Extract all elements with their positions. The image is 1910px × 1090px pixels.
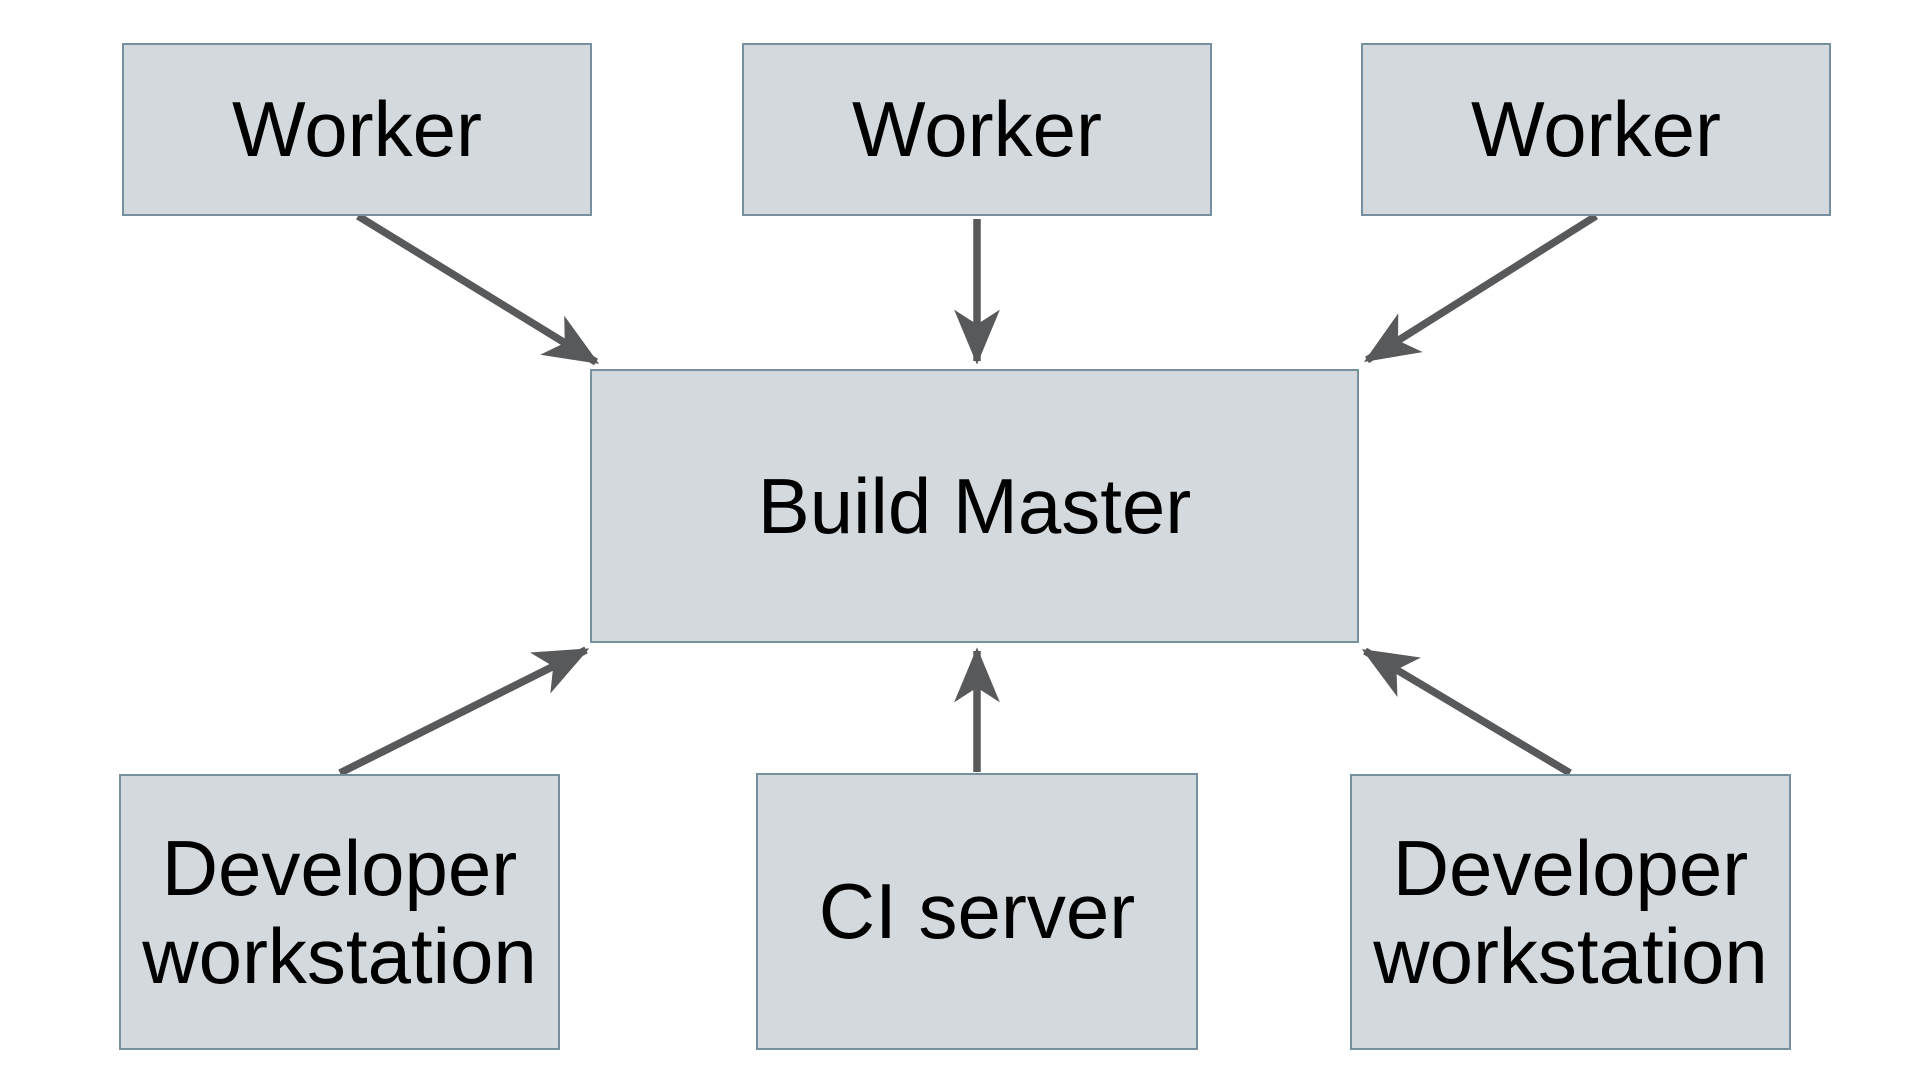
node-worker-2: Worker (742, 43, 1212, 216)
node-worker-1-label: Worker (232, 85, 482, 174)
arrow-worker-1-to-build-master (356, 212, 600, 366)
node-developer-workstation-left: Developer workstation (119, 774, 560, 1050)
node-worker-2-label: Worker (852, 85, 1102, 174)
node-developer-workstation-right-label: Developer workstation (1373, 823, 1768, 1000)
node-developer-workstation-left-label: Developer workstation (142, 823, 537, 1000)
node-worker-3: Worker (1361, 43, 1831, 216)
node-build-master-label: Build Master (757, 461, 1192, 550)
node-build-master: Build Master (590, 369, 1359, 643)
arrow-dev-left-to-build-master (338, 646, 590, 777)
node-worker-1: Worker (122, 43, 592, 216)
node-developer-workstation-right: Developer workstation (1350, 774, 1791, 1050)
node-ci-server-label: CI server (818, 867, 1136, 956)
node-ci-server: CI server (756, 773, 1198, 1050)
arrow-worker-3-to-build-master (1363, 212, 1598, 364)
node-worker-3-label: Worker (1471, 85, 1721, 174)
arrow-dev-right-to-build-master (1361, 647, 1572, 777)
